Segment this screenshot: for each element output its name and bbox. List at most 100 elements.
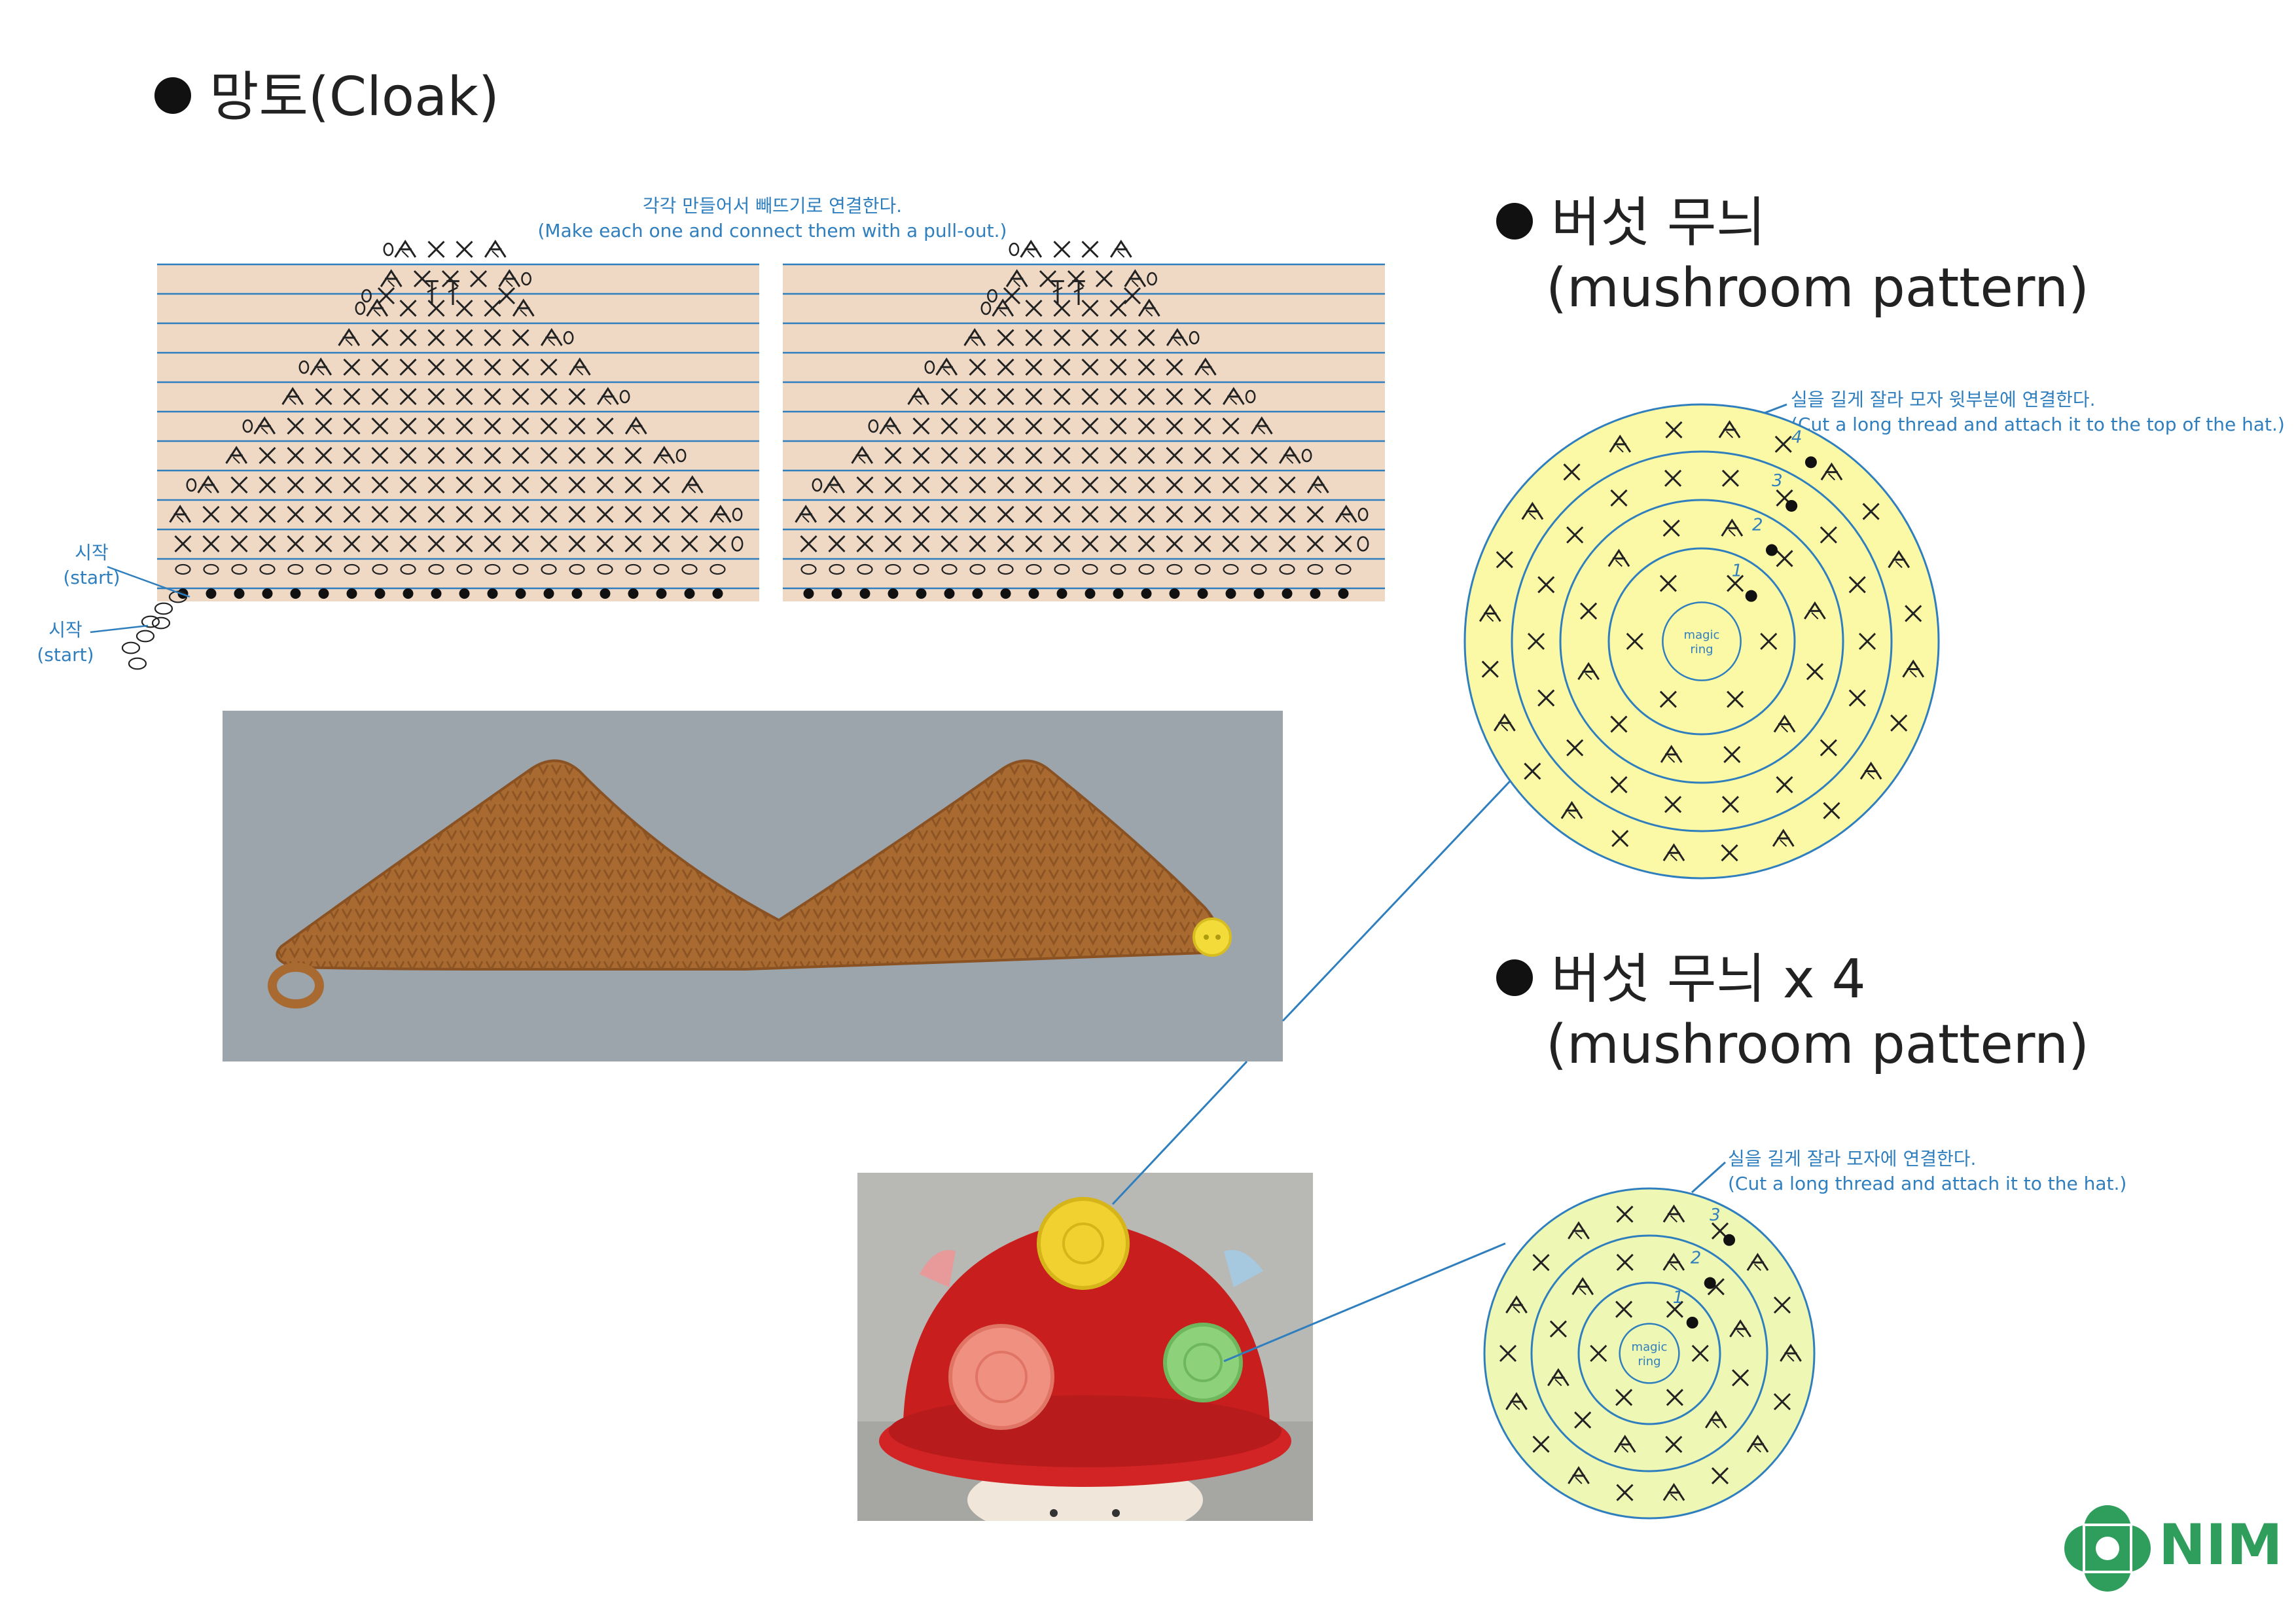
slip-stitch-icon	[619, 389, 630, 404]
slip-stitch-icon	[383, 242, 394, 257]
crochet-sc-icon	[1109, 387, 1127, 406]
crochet-sc-icon	[1109, 476, 1127, 494]
crochet-inc-icon	[366, 298, 389, 317]
chain-dot-icon	[403, 588, 414, 599]
chain-icon	[913, 563, 929, 575]
slip-stitch-icon	[812, 478, 823, 492]
chain-dot-icon	[262, 588, 273, 599]
chain-icon	[315, 563, 332, 575]
crochet-sc-icon	[484, 387, 501, 406]
chain-icon	[1194, 563, 1211, 575]
chain-icon	[428, 563, 444, 575]
crochet-sc-icon	[441, 270, 459, 288]
crochet-sc-icon	[484, 358, 501, 376]
crochet-sc-icon	[856, 505, 874, 524]
crochet-inc-icon	[338, 328, 361, 346]
chain-icon	[1054, 563, 1070, 575]
crochet-inc-icon	[169, 505, 192, 523]
crochet-sc-icon	[1109, 358, 1127, 376]
crochet-inc-icon	[823, 475, 846, 493]
crochet-sc-icon	[912, 535, 930, 553]
chain-dot-icon	[318, 588, 329, 599]
crochet-sc-icon	[1109, 417, 1127, 435]
crochet-sc-icon	[427, 505, 445, 524]
crochet-inc-icon	[380, 269, 403, 287]
chain-dot-icon	[944, 588, 955, 599]
crochet-sc-icon	[456, 387, 473, 406]
crochet-sc-icon	[681, 535, 698, 553]
slip-stitch-icon	[987, 289, 997, 303]
crochet-sc-icon	[941, 535, 958, 553]
crochet-sc-icon	[884, 535, 902, 553]
crochet-sc-icon	[1194, 535, 1211, 553]
crochet-sc-icon	[1250, 476, 1268, 494]
crochet-inc-icon	[1250, 416, 1273, 435]
crochet-inc-icon	[1335, 505, 1357, 523]
crochet-sc-icon	[202, 535, 220, 553]
chain-icon	[969, 563, 986, 575]
crochet-sc-icon	[596, 476, 614, 494]
crochet-inc-icon	[1166, 328, 1189, 346]
crochet-sc-icon	[997, 417, 1014, 435]
crochet-sc-icon	[997, 535, 1014, 553]
crochet-sc-icon	[259, 476, 276, 494]
crochet-sc-icon	[1166, 476, 1183, 494]
crochet-sc-icon	[540, 446, 558, 465]
crochet-sc-icon	[484, 446, 501, 465]
crochet-sc-icon	[681, 505, 698, 524]
chain-dot-icon	[206, 588, 217, 599]
chain-dot-icon	[487, 588, 498, 599]
crochet-dc-icon	[446, 280, 459, 305]
chain-dot-icon	[859, 588, 870, 599]
crochet-inc-icon	[225, 446, 248, 464]
crochet-sc-icon	[1194, 387, 1211, 406]
chain-icon	[203, 563, 219, 575]
mushroom2-title: 버섯 무늬 x 4	[1496, 953, 1866, 1007]
crochet-sc-icon	[427, 358, 445, 376]
crochet-inc-icon	[1020, 240, 1043, 258]
crochet-sc-icon	[1003, 287, 1021, 305]
crochet-sc-icon	[371, 446, 389, 465]
crochet-inc-icon	[1138, 298, 1160, 317]
crochet-dc-icon	[1072, 280, 1085, 305]
crochet-sc-icon	[624, 446, 642, 465]
chain-icon	[175, 563, 191, 575]
chain-icon	[1279, 563, 1295, 575]
crochet-sc-icon	[568, 387, 586, 406]
crochet-sc-icon	[512, 476, 529, 494]
crochet-sc-icon	[287, 417, 304, 435]
crochet-sc-icon	[596, 505, 614, 524]
crochet-sc-icon	[371, 387, 389, 406]
crochet-sc-icon	[512, 417, 529, 435]
mushroom2-subtitle: (mushroom pattern)	[1546, 1014, 2090, 1076]
crochet-sc-icon	[1222, 476, 1240, 494]
slip-stitch-icon	[731, 536, 744, 552]
chain-icon	[512, 563, 529, 575]
crochet-sc-icon	[427, 240, 445, 259]
crochet-sc-icon	[1166, 358, 1183, 376]
mushroom1-subtitle: (mushroom pattern)	[1546, 257, 2090, 319]
crochet-sc-icon	[653, 535, 670, 553]
cloak-note: 각각 만들어서 빼뜨기로 연결한다. (Make each one and co…	[419, 194, 1126, 243]
crochet-sc-icon	[287, 476, 304, 494]
crochet-inc-icon	[281, 387, 304, 405]
crochet-sc-icon	[315, 476, 332, 494]
crochet-sc-icon	[427, 476, 445, 494]
crochet-inc-icon	[253, 416, 276, 435]
start-leader-1	[107, 565, 190, 598]
chain-dot-icon	[1000, 588, 1011, 599]
crochet-sc-icon	[484, 476, 501, 494]
crochet-sc-icon	[997, 505, 1014, 524]
chain-icon	[597, 563, 613, 575]
crochet-inc-icon	[1194, 357, 1217, 376]
start-label-2: 시작 (start)	[13, 618, 118, 668]
start-label-1-ko: 시작	[75, 542, 109, 563]
crochet-sc-icon	[1067, 270, 1085, 288]
chain-icon	[400, 563, 416, 575]
crochet-sc-icon	[1025, 387, 1043, 406]
crochet-sc-icon	[941, 387, 958, 406]
crochet-sc-icon	[941, 417, 958, 435]
chain-dot-icon	[234, 588, 245, 599]
start-chain-cluster	[90, 565, 190, 670]
crochet-sc-icon	[343, 476, 361, 494]
